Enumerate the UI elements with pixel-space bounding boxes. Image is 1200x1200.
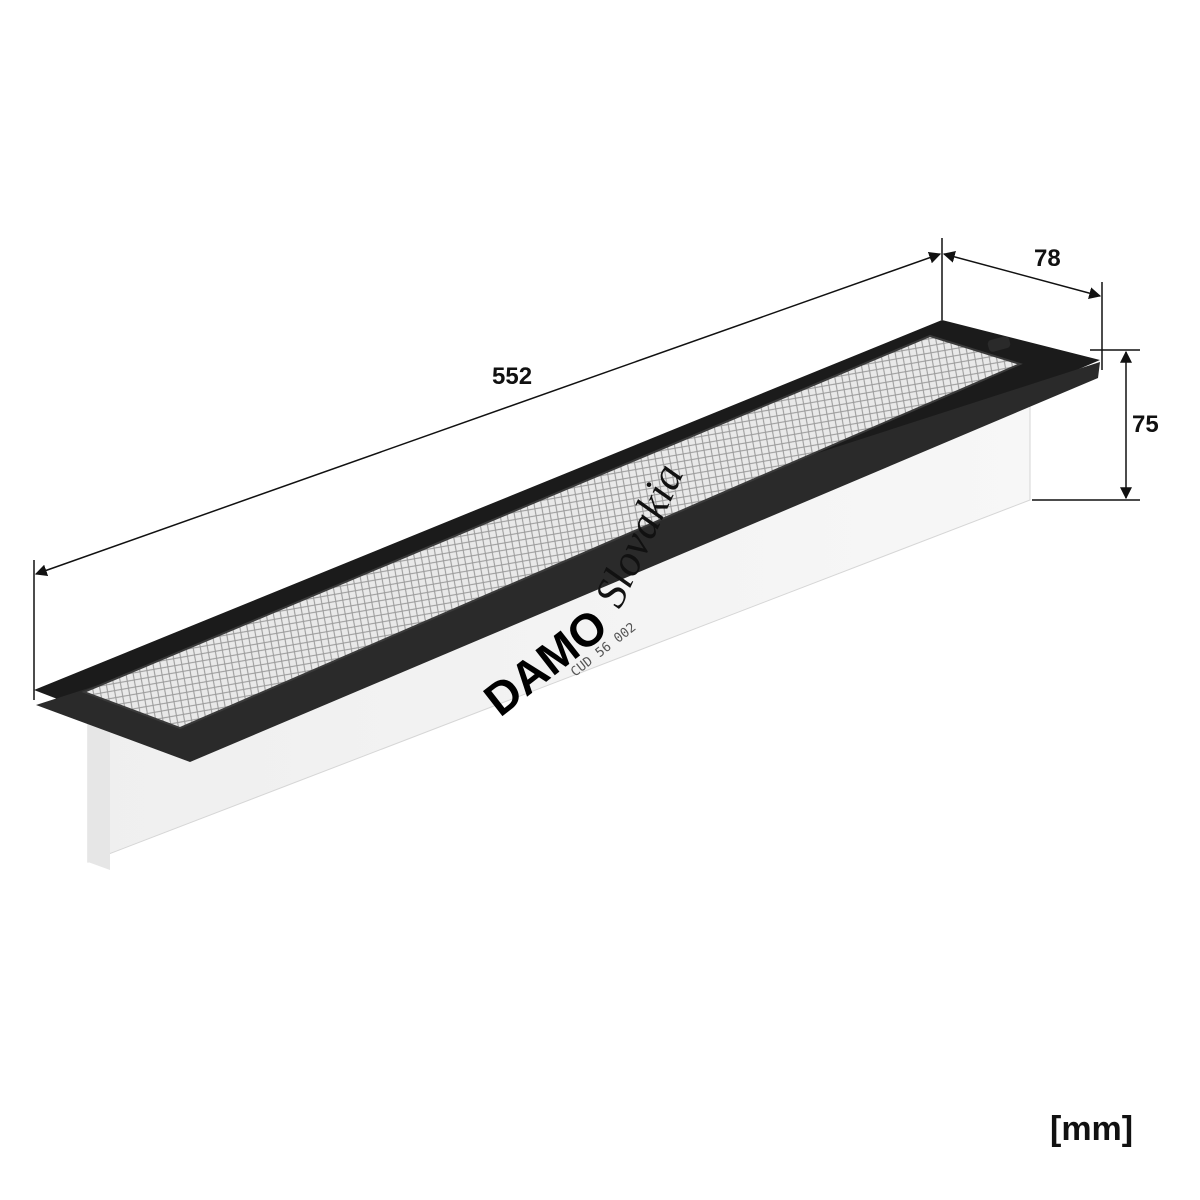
dimension-width: 78 xyxy=(942,245,1103,370)
unit-label: [mm] xyxy=(1050,1110,1133,1148)
dimension-width-label: 78 xyxy=(1034,245,1061,272)
dimension-height-label: 75 xyxy=(1132,411,1159,438)
dimension-height: 75 xyxy=(1032,349,1159,501)
dimension-length-label: 552 xyxy=(492,363,532,390)
dimension-length: 552 xyxy=(33,238,943,700)
